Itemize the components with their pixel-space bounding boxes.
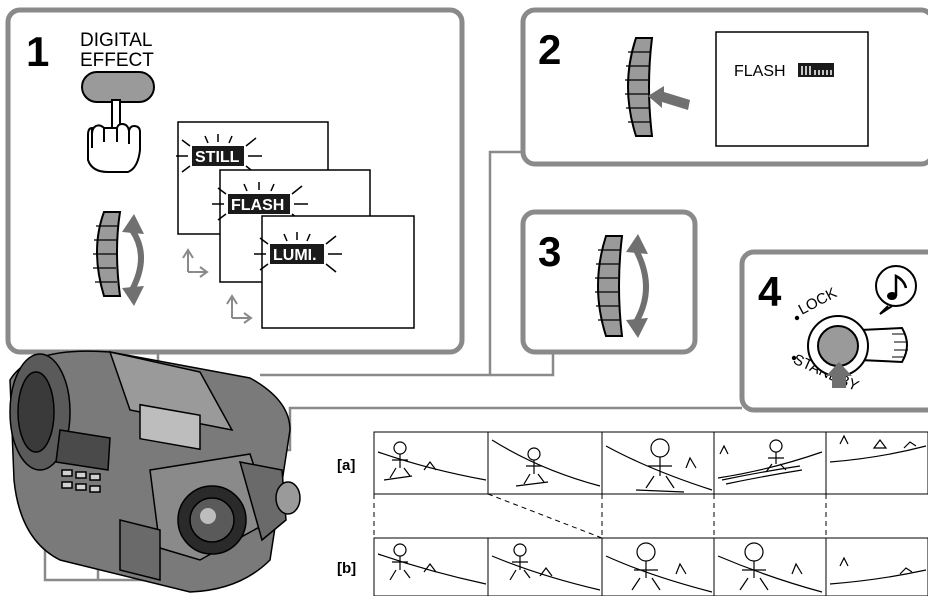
flash-level-screen: FLASH bbox=[716, 32, 868, 146]
flash-screen-text: FLASH bbox=[734, 63, 786, 80]
row-a-label: [a] bbox=[337, 457, 355, 474]
step3-number: 3 bbox=[538, 228, 561, 275]
effect-label-still: STILL bbox=[195, 149, 240, 166]
flash-level-bar-icon bbox=[798, 63, 834, 77]
step1-number: 1 bbox=[26, 28, 49, 75]
step2-panel: 2 FLASH bbox=[523, 10, 928, 164]
effect-screen-lumi: LUMI. bbox=[254, 216, 414, 328]
effect-label-flash: FLASH bbox=[231, 197, 284, 214]
row-b-label: [b] bbox=[337, 560, 356, 577]
camcorder-illustration bbox=[10, 351, 300, 592]
step3-panel: 3 bbox=[523, 212, 695, 352]
lock-dot-icon bbox=[795, 316, 799, 320]
frame-strips: [a] [b] bbox=[337, 432, 928, 596]
step4-panel: 4 LOCK STANDBY bbox=[742, 252, 928, 410]
frame-row-b bbox=[374, 538, 928, 596]
frame-row-a bbox=[374, 432, 928, 494]
effect-label-lumi: LUMI. bbox=[273, 247, 317, 264]
step2-number: 2 bbox=[538, 26, 561, 73]
digital-effect-button[interactable] bbox=[82, 72, 154, 102]
digital-effect-label-line1: DIGITAL bbox=[80, 30, 153, 51]
digital-effect-label-line2: EFFECT bbox=[80, 50, 154, 71]
step4-number: 4 bbox=[758, 268, 782, 315]
step1-panel: 1 DIGITAL EFFECT STILL FL bbox=[8, 10, 462, 352]
frame-guide-lines bbox=[374, 494, 826, 538]
standby-dot-icon bbox=[792, 356, 796, 360]
